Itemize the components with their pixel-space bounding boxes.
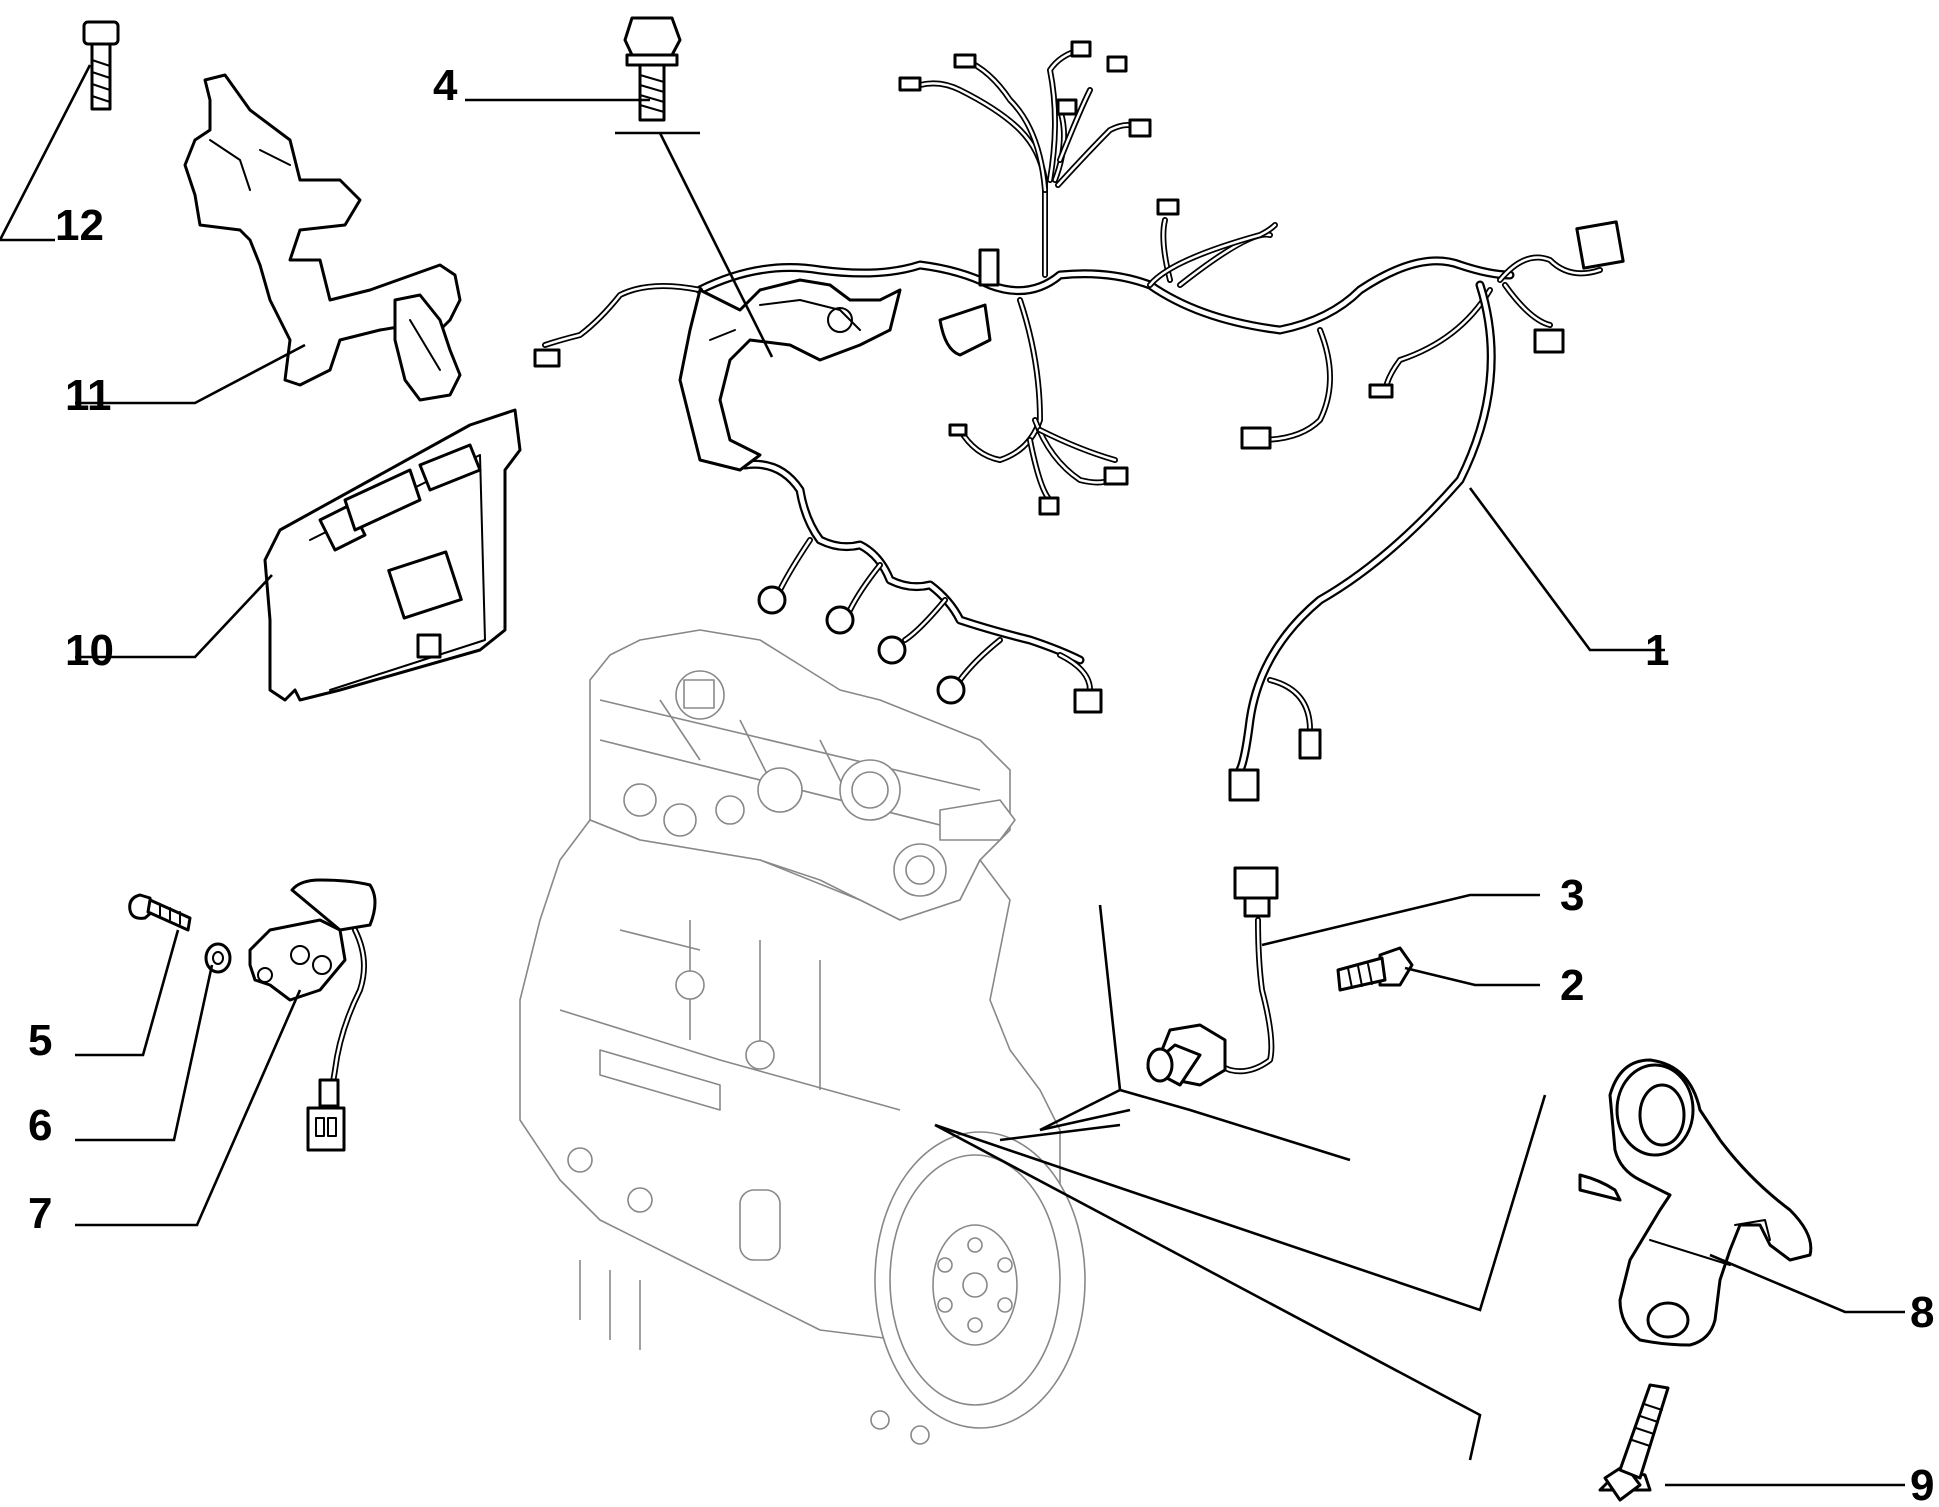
- screw-part-12: [82, 20, 120, 111]
- ignition-coils: [757, 585, 966, 705]
- callout-labels: 1 2 3 4 5 6 7 8 9 10 11 12: [28, 61, 1934, 1507]
- callout-3: 3: [1560, 871, 1584, 920]
- leader-lines: [0, 64, 1905, 1487]
- callout-2: 2: [1560, 961, 1584, 1010]
- screw-part-9: [1598, 1383, 1670, 1502]
- engine-block: [519, 629, 1086, 1445]
- wiring-harness: [533, 40, 1625, 802]
- callout-12: 12: [55, 201, 104, 250]
- harness-connectors: [533, 40, 1625, 802]
- callout-9: 9: [1910, 1461, 1934, 1507]
- screw-part-2: [1336, 946, 1414, 992]
- callout-8: 8: [1910, 1288, 1934, 1337]
- callout-1: 1: [1645, 626, 1669, 675]
- sensor-part-3: [1146, 866, 1279, 1087]
- callout-5: 5: [28, 1016, 52, 1065]
- sensor-part-7: [128, 878, 377, 1152]
- bolt-part-4: [623, 16, 682, 122]
- bracket-part-8: [1578, 1058, 1813, 1347]
- ecu-part-10: [263, 408, 522, 702]
- callout-11: 11: [65, 371, 112, 420]
- bracket-part-11: [183, 73, 462, 402]
- callout-10: 10: [65, 626, 114, 675]
- callout-6: 6: [28, 1101, 52, 1150]
- callout-4: 4: [433, 61, 458, 110]
- callout-7: 7: [28, 1189, 52, 1238]
